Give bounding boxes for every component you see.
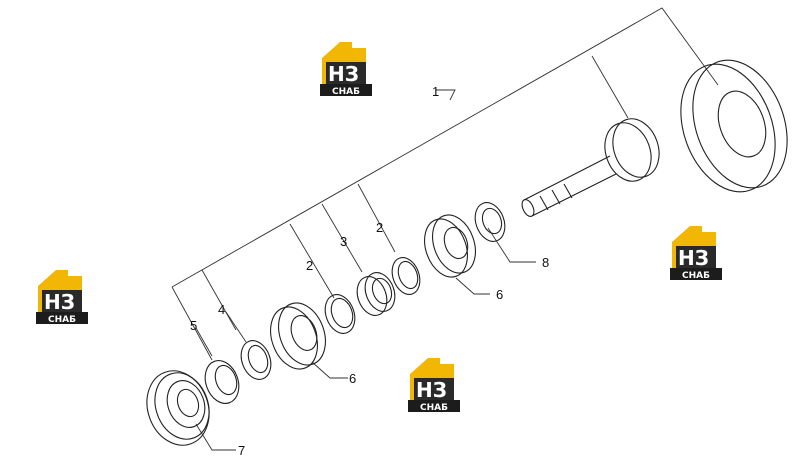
part-8-washer [474, 202, 506, 242]
watermark-logo: НЗ СНАБ [320, 42, 372, 97]
watermark-caption: СНАБ [420, 403, 448, 413]
watermark-logo: НЗ СНАБ [36, 270, 88, 325]
watermark-logo: НЗ СНАБ [670, 226, 722, 281]
callout-label: 1 [432, 84, 439, 99]
watermark-letters: НЗ [678, 246, 709, 270]
watermark-caption: СНАБ [332, 87, 360, 97]
part-2-ring [324, 294, 356, 334]
part-1-shaft-assembly [521, 59, 788, 217]
callout-label: 2 [306, 258, 313, 273]
callout-label: 6 [349, 371, 356, 386]
callout-label: 5 [190, 318, 197, 333]
part-6-bearing [424, 214, 476, 278]
callout-label: 7 [238, 443, 245, 458]
callout-label: 8 [542, 255, 549, 270]
callout-label: 4 [218, 302, 225, 317]
watermark-caption: СНАБ [682, 271, 710, 281]
callout-label: 2 [376, 220, 383, 235]
callout-label: 3 [340, 234, 347, 249]
watermark-letters: НЗ [416, 378, 447, 402]
part-7-bearing [146, 370, 210, 446]
part-4-washer [240, 340, 272, 380]
part-3-spacer [356, 272, 396, 316]
watermark-letters: НЗ [44, 290, 75, 314]
part-6-bearing [270, 302, 326, 370]
part-2-ring [391, 257, 421, 295]
part-5-nut [204, 360, 240, 404]
callout-label: 6 [496, 287, 503, 302]
watermark-logo: НЗ СНАБ [408, 358, 460, 413]
watermark-caption: СНАБ [48, 315, 76, 325]
watermark-letters: НЗ [328, 62, 359, 86]
